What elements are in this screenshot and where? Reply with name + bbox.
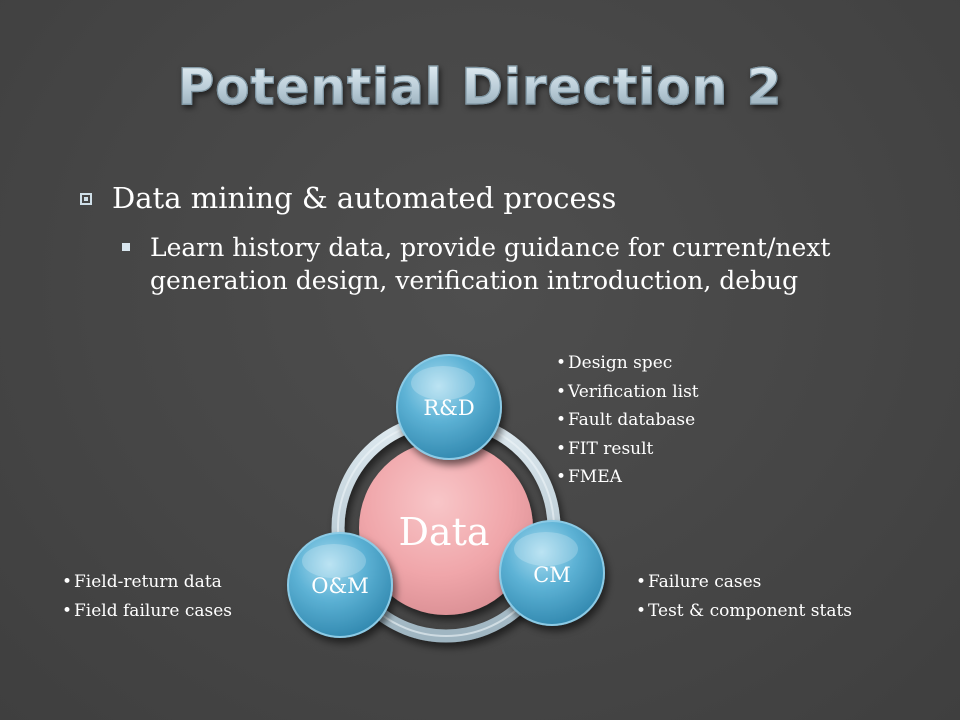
node-gloss-om — [302, 544, 366, 578]
bullet-level1-text: Data mining & automated process — [112, 181, 617, 215]
cycle-diagram: Data R&D CM O&M — [280, 345, 620, 665]
slide-title: Potential Direction 2 — [0, 57, 960, 116]
list-item: Design spec — [556, 349, 699, 378]
list-item: FMEA — [556, 463, 699, 492]
center-circle — [359, 441, 533, 615]
node-circle-om — [287, 532, 393, 638]
list-item: FIT result — [556, 435, 699, 464]
bullet-level1: Data mining & automated process — [80, 180, 616, 216]
node-label-cm: CM — [533, 563, 571, 587]
bullet-level2: Learn history data, provide guidance for… — [122, 231, 902, 297]
node-circle-cm — [499, 520, 605, 626]
list-item: Failure cases — [636, 568, 852, 597]
rd-source-list: Design spec Verification list Fault data… — [556, 349, 699, 492]
node-circle-rd — [396, 354, 502, 460]
bullet-level2-text: Learn history data, provide guidance for… — [150, 233, 831, 295]
cm-source-list: Failure cases Test & component stats — [636, 568, 852, 625]
square-bullet-icon — [80, 193, 92, 205]
list-item: Verification list — [556, 378, 699, 407]
list-item: Field failure cases — [62, 597, 232, 626]
list-item: Fault database — [556, 406, 699, 435]
node-label-om: O&M — [311, 574, 368, 598]
center-label: Data — [398, 510, 489, 554]
node-gloss-cm — [514, 532, 578, 566]
list-item: Test & component stats — [636, 597, 852, 626]
node-gloss-rd — [411, 366, 475, 400]
cycle-diagram-svg: Data R&D CM O&M — [287, 354, 605, 643]
filled-square-bullet-icon — [122, 243, 130, 251]
node-label-rd: R&D — [423, 396, 474, 420]
list-item: Field-return data — [62, 568, 232, 597]
om-source-list: Field-return data Field failure cases — [62, 568, 232, 625]
